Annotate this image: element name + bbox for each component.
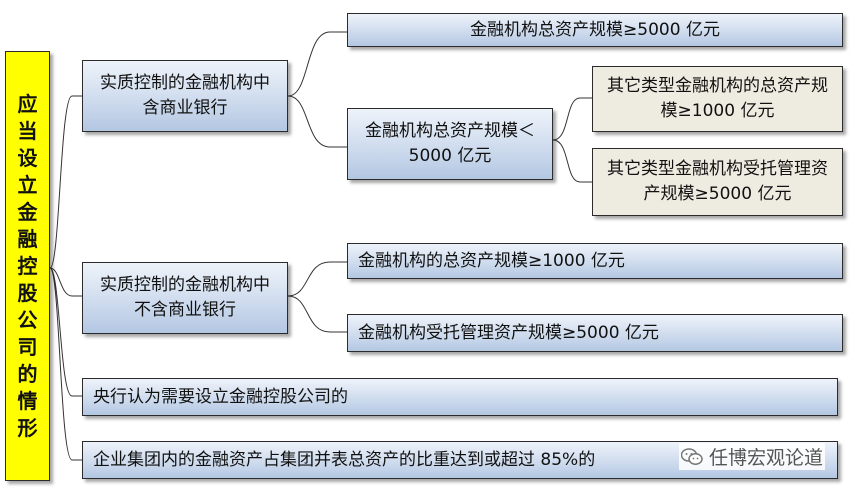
bank-condition-large: 金融机构总资产规模≥5000 亿元 — [347, 13, 843, 47]
small-bank-sub-total-assets: 其它类型金融机构的总资产规模≥1000 亿元 — [592, 66, 843, 132]
connector-root-branches — [49, 95, 82, 461]
small-bank-sub-total-assets-label: 其它类型金融机构的总资产规模≥1000 亿元 — [607, 76, 828, 121]
branch-with-bank: 实质控制的金融机构中含商业银行 — [82, 60, 288, 132]
nonbank-condition-total-assets-label: 金融机构的总资产规模≥1000 亿元 — [358, 250, 625, 271]
nonbank-condition-managed-assets-label: 金融机构受托管理资产规模≥5000 亿元 — [358, 322, 659, 343]
branch-without-bank: 实质控制的金融机构中不含商业银行 — [82, 262, 288, 334]
root-label: 应当设立金融控股公司的情形 — [17, 91, 38, 440]
branch-asset-ratio-label: 企业集团内的金融资产占集团并表总资产的比重达到或超过 85%的 — [93, 449, 596, 470]
nonbank-condition-total-assets: 金融机构的总资产规模≥1000 亿元 — [347, 243, 843, 279]
connector-small-bank-subs — [552, 97, 592, 183]
wechat-icon — [680, 447, 703, 466]
watermark: 任博宏观论道 — [678, 443, 825, 470]
branch-pboc: 央行认为需要设立金融控股公司的 — [82, 378, 838, 416]
bank-condition-small-label: 金融机构总资产规模＜5000 亿元 — [365, 121, 535, 166]
bank-condition-large-label: 金融机构总资产规模≥5000 亿元 — [470, 19, 720, 40]
branch-without-bank-label: 实质控制的金融机构中不含商业银行 — [100, 275, 270, 320]
nonbank-condition-managed-assets: 金融机构受托管理资产规模≥5000 亿元 — [347, 314, 843, 352]
small-bank-sub-managed-assets: 其它类型金融机构受托管理资产规模≥5000 亿元 — [592, 148, 843, 216]
bank-condition-small: 金融机构总资产规模＜5000 亿元 — [347, 108, 553, 180]
branch-with-bank-label: 实质控制的金融机构中含商业银行 — [100, 73, 270, 118]
connector-nonbank-conditions — [287, 261, 347, 333]
watermark-text: 任博宏观论道 — [708, 447, 823, 469]
small-bank-sub-managed-assets-label: 其它类型金融机构受托管理资产规模≥5000 亿元 — [607, 159, 828, 204]
branch-pboc-label: 央行认为需要设立金融控股公司的 — [93, 386, 348, 407]
connector-bank-conditions — [287, 31, 347, 148]
root-node: 应当设立金融控股公司的情形 — [5, 51, 50, 481]
